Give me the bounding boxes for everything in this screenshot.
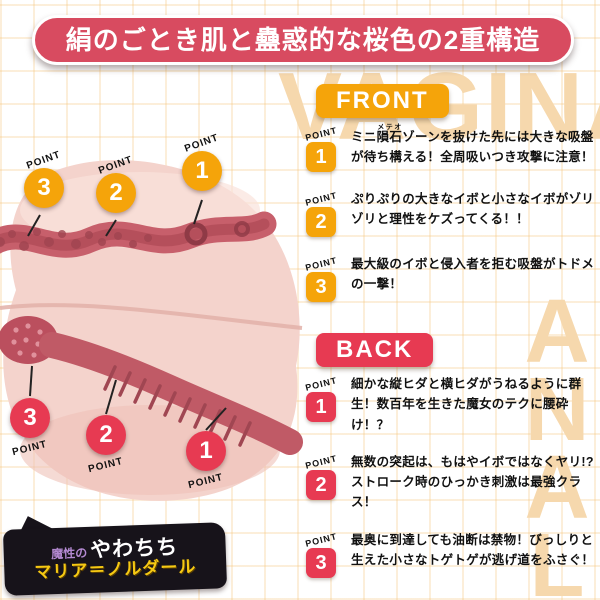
marker-number: 1 — [186, 431, 226, 471]
back-point-2: POINT 2 無数の突起は、もはやイボではなくヤリ!?ストローク時のひっかき刺… — [300, 452, 596, 513]
marker-back-2: 2 POINT — [84, 415, 128, 476]
point-badge: POINT 1 — [300, 124, 342, 172]
ribs — [103, 365, 252, 447]
point-description: 細かな縦ヒダと横ヒダがうねるように群生！数百年を生きた魔女のテクに腰砕け！？ — [351, 377, 582, 432]
marker-number: 3 — [24, 168, 64, 208]
point-description: 無数の突起は、もはやイボではなくヤリ!?ストローク時のひっかき刺激は最強クラス！ — [351, 454, 594, 510]
marker-number: 3 — [10, 398, 50, 438]
marker-back-1: 1 POINT — [184, 431, 228, 492]
front-section-label: FRONT — [316, 84, 449, 118]
point-badge: POINT 3 — [300, 530, 342, 578]
marker-back-3: 3 POINT — [8, 398, 52, 459]
back-point-3: POINT 3 最奥に到達しても油断は禁物！びっしりと生えた小さなトゲトゲが逃げ… — [300, 530, 596, 578]
point-description: ミニ隕石メテオゾーンを抜けた先には大きな吸盤が待ち構える！全周吸いつき攻撃に注意… — [351, 124, 594, 165]
product-cross-section-illustration — [0, 160, 303, 501]
meteor-bumps — [0, 228, 152, 251]
point-number: 3 — [306, 272, 336, 302]
marker-front-3: POINT 3 — [22, 149, 66, 208]
back-section-label: BACK — [316, 333, 434, 367]
point-description: 最大級のイボと侵入者を拒む吸盤がトドメの一撃！ — [351, 257, 595, 292]
point-badge: POINT 2 — [300, 189, 342, 237]
point-tag: POINT — [304, 375, 338, 393]
marker-label: POINT — [187, 471, 225, 492]
logo-series-prefix: 魔性の — [51, 545, 88, 561]
front-point-1: POINT 1 ミニ隕石メテオゾーンを抜けた先には大きな吸盤が待ち構える！全周吸… — [300, 124, 596, 172]
marker-label: POINT — [11, 438, 49, 459]
brand-logo: 魔性のやわちち マリア＝ノルダール — [2, 508, 228, 596]
marker-number: 1 — [182, 151, 222, 191]
point-badge: POINT 3 — [300, 254, 342, 302]
marker-number: 2 — [96, 173, 136, 213]
sucker-ring — [184, 222, 208, 246]
point-tag: POINT — [304, 530, 338, 549]
marker-connectors — [27, 199, 227, 431]
point-number: 3 — [306, 547, 336, 578]
point-badge: POINT 1 — [300, 374, 342, 422]
front-points-list: POINT 1 ミニ隕石メテオゾーンを抜けた先には大きな吸盤が待ち構える！全周吸… — [300, 124, 596, 319]
marker-number: 2 — [86, 415, 126, 455]
point-number: 1 — [306, 392, 336, 422]
back-point-1: POINT 1 細かな縦ヒダと横ヒダがうねるように群生！数百年を生きた魔女のテク… — [300, 374, 596, 435]
point-tag: POINT — [304, 125, 338, 143]
marker-label: POINT — [87, 455, 125, 476]
point-number: 1 — [306, 142, 336, 172]
marker-front-2: POINT 2 — [94, 154, 138, 213]
point-tag: POINT — [304, 452, 338, 471]
background-word-anal: ANAL — [507, 282, 600, 594]
point-description: ぷりぷりの大きなイボと小さなイボがゾリゾリと理性をケズってくる！！ — [351, 192, 595, 227]
point-badge: POINT 2 — [300, 452, 342, 500]
logo-character-name: マリア＝ノルダール — [34, 556, 197, 582]
point-number: 2 — [306, 469, 336, 500]
back-tunnel — [39, 332, 303, 455]
fold-crease — [0, 303, 303, 330]
point-description: 最奥に到達しても油断は禁物！びっしりと生えた小さなトゲトゲが逃げ道をふさぐ！ — [351, 532, 595, 567]
point-tag: POINT — [304, 255, 338, 273]
logo-banner: 魔性のやわちち マリア＝ノルダール — [2, 522, 228, 596]
page-title: 絹のごとき肌と蠱惑的な桜色の2重構造 — [32, 15, 574, 65]
point-number: 2 — [306, 207, 336, 237]
back-points-list: POINT 1 細かな縦ヒダと横ヒダがうねるように群生！数百年を生きた魔女のテク… — [300, 374, 596, 595]
front-point-2: POINT 2 ぷりぷりの大きなイボと小さなイボがゾリゾリと理性をケズってくる！… — [300, 189, 596, 237]
front-point-3: POINT 3 最大級のイボと侵入者を拒む吸盤がトドメの一撃！ — [300, 254, 596, 302]
point-tag: POINT — [304, 190, 338, 208]
marker-front-1: POINT 1 — [180, 132, 224, 191]
